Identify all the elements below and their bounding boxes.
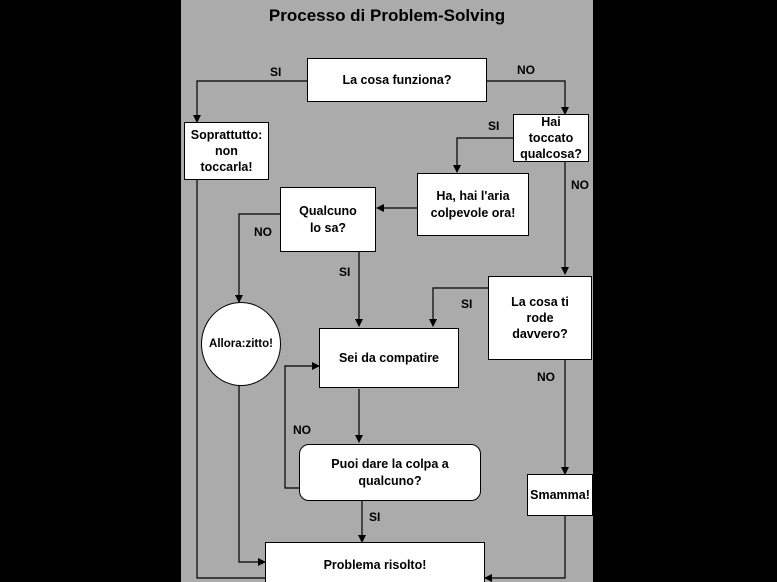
arrow-goaway-solved: [484, 516, 566, 582]
connector-lines: [193, 80, 569, 582]
node-solved: Problema risolto!: [265, 542, 485, 582]
label-si-blame: SI: [369, 510, 381, 524]
label-si-works: SI: [270, 65, 282, 79]
arrow-works-no: [486, 80, 569, 115]
diagram-title: Processo di Problem-Solving: [268, 6, 506, 25]
arrow-works-si: [193, 80, 307, 123]
label-no-works: NO: [517, 63, 535, 77]
arrow-blame-no: [284, 362, 320, 489]
node-shut-up: Allora:zitto!: [201, 302, 281, 386]
arrow-bothers-si: [429, 287, 488, 327]
node-dont-touch: Soprattutto: non toccarla!: [184, 122, 269, 180]
label-si-touched: SI: [488, 119, 500, 133]
node-go-away: Smamma!: [527, 474, 593, 516]
arrow-knows-no: [235, 213, 280, 303]
node-works: La cosa funziona?: [307, 58, 487, 102]
node-anyone-knows: Qualcuno lo sa?: [280, 187, 376, 252]
node-bothers: La cosa ti rode davvero?: [488, 276, 592, 360]
node-pitiful: Sei da compatire: [319, 328, 459, 388]
arrow-donttouch-down: [196, 179, 265, 579]
flowchart-canvas: Processo di Problem-Solving La cosa funz…: [181, 0, 593, 582]
node-blame: Puoi dare la colpa a qualcuno?: [299, 444, 481, 501]
label-no-touched: NO: [571, 178, 589, 192]
node-guilty: Ha, hai l'aria colpevole ora!: [417, 173, 529, 236]
label-no-blame: NO: [293, 423, 311, 437]
label-no-bothers: NO: [537, 370, 555, 384]
arrow-shutup-solved: [238, 386, 266, 566]
arrow-touched-si: [453, 137, 513, 173]
label-no-knows: NO: [254, 225, 272, 239]
label-si-knows: SI: [339, 265, 351, 279]
node-touched: Hai toccato qualcosa?: [513, 114, 589, 162]
label-si-bothers: SI: [461, 297, 473, 311]
